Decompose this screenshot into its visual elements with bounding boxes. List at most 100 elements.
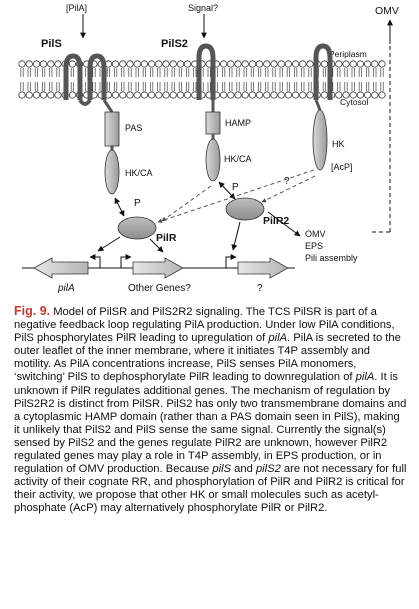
gene-unknown-label: ?: [257, 283, 263, 294]
pils2-tm-loop: [196, 43, 216, 100]
gene-pila-arrow: [33, 257, 89, 279]
pils-hkca-domain: [104, 149, 120, 195]
lipid-head: [241, 60, 249, 68]
signaling-model-figure: [PilA] Signal? OMV PilS PilS2 Periplasm …: [18, 3, 399, 294]
lipid-head: [248, 91, 256, 99]
hk-label: HK: [332, 139, 345, 149]
caption-text-2: . PilA is secreted to the outer leaflet …: [14, 332, 401, 384]
question-mid: ?: [284, 176, 290, 187]
lipid-head: [39, 91, 48, 99]
gene-other-label: Other Genes?: [128, 283, 191, 294]
pilr2-to-omv-arrow: [267, 211, 301, 237]
lipid-head: [148, 60, 156, 68]
lipid-head: [306, 91, 314, 99]
pils2-hkca-domain: [205, 138, 221, 182]
lipid-head: [148, 91, 156, 99]
pila-label: [PilA]: [66, 3, 87, 13]
lipid-head: [342, 60, 350, 68]
lipid-head: [284, 60, 292, 68]
pils2-to-pilr-dashed-arrow: [161, 185, 212, 222]
lipid-head: [54, 60, 62, 68]
lipid-head: [68, 91, 77, 99]
signal-label: Signal?: [188, 3, 218, 13]
pilr-to-pila-arrow: [97, 236, 121, 252]
caption-gene-pils: pilS: [212, 463, 232, 476]
lipid-head: [349, 60, 357, 68]
lipid-head: [284, 91, 292, 99]
promoter-other: [120, 254, 132, 268]
caption-text-1: Model of PilSR and PilS2R2 signaling. Th…: [14, 306, 395, 345]
lipid-head: [255, 91, 264, 99]
lipid-head: [227, 60, 235, 68]
hk-to-pilr2-dashed-arrow: [261, 175, 316, 203]
pils-tm-loop-right: [87, 53, 107, 100]
lipid-head: [241, 91, 249, 99]
lipid-head: [220, 91, 228, 99]
lipid-head: [140, 91, 148, 99]
pas-label: PAS: [125, 123, 142, 133]
lipid-head: [234, 91, 242, 99]
pils-pas-domain: [104, 111, 120, 147]
lipid-head: [299, 60, 307, 68]
figure-caption: Fig. 9. Model of PilSR and PilS2R2 signa…: [14, 304, 408, 516]
pils-to-pilr-arrow: [114, 197, 125, 217]
caption-text-4: and: [231, 463, 256, 476]
lipid-head: [277, 91, 285, 99]
cytosol-label: Cytosol: [340, 97, 368, 107]
lipid-head: [371, 91, 379, 99]
periplasm-label: Periplasm: [329, 49, 367, 59]
p-label-2: P: [232, 182, 239, 193]
eps-out-label: EPS: [305, 241, 323, 251]
lipid-head: [140, 60, 148, 68]
lipid-head: [184, 91, 192, 99]
lipid-head: [133, 91, 141, 99]
promoter-pila: [89, 254, 101, 268]
lipid-head: [220, 60, 228, 68]
caption-text-3: . It is unknown if PilR regulates additi…: [14, 371, 407, 476]
caption-gene-pila-1: pilA: [268, 332, 288, 345]
lipid-head: [18, 60, 26, 68]
pili-out-label: Pili assembly: [305, 253, 358, 263]
pilr-oval: [117, 216, 157, 240]
gene-pila-label: pilA: [57, 283, 75, 294]
lipid-head: [39, 60, 48, 68]
lipid-head: [47, 60, 55, 68]
pilr-to-other-arrow: [149, 238, 164, 253]
hkca-label-2: HK/CA: [224, 154, 252, 164]
lipid-head: [335, 91, 343, 99]
lipid-head: [320, 60, 328, 68]
lipid-head: [356, 91, 364, 99]
omv-out-label: OMV: [305, 229, 326, 239]
caption-gene-pils2: pilS2: [255, 463, 281, 476]
lipid-head: [155, 60, 163, 68]
pils2-hamp-domain: [205, 111, 221, 135]
pilr2-label: PilR2: [263, 215, 289, 227]
lipid-head: [25, 60, 33, 68]
lipid-head: [176, 60, 184, 68]
omv-dashed-boundary: [372, 46, 391, 233]
promoter-unknown: [225, 254, 237, 268]
hamp-label: HAMP: [225, 118, 251, 128]
lipid-head: [320, 91, 328, 99]
lipid-head: [349, 91, 357, 99]
lipid-head: [162, 91, 170, 99]
pilr-label: PilR: [156, 232, 177, 244]
pils-label: PilS: [41, 38, 62, 50]
acp-label: [AcP]: [331, 162, 353, 172]
lipid-head: [306, 60, 314, 68]
caption-figure-label: Fig. 9.: [14, 304, 51, 318]
lipid-head: [342, 91, 350, 99]
gene-unknown-arrow: [237, 257, 289, 279]
lipid-head: [169, 60, 177, 68]
lipid-head: [263, 91, 271, 99]
lipid-head: [25, 91, 33, 99]
lipid-head: [119, 60, 127, 68]
hk-domain: [312, 109, 328, 171]
lipid-head: [356, 60, 364, 68]
pils-tm-loop-bottom: [78, 98, 92, 106]
lipid-head: [126, 91, 134, 99]
caption-text-5: are not necessary for full activity of t…: [14, 463, 407, 515]
lipid-head: [263, 60, 271, 68]
lipid-head: [335, 60, 343, 68]
lipid-head: [162, 60, 170, 68]
